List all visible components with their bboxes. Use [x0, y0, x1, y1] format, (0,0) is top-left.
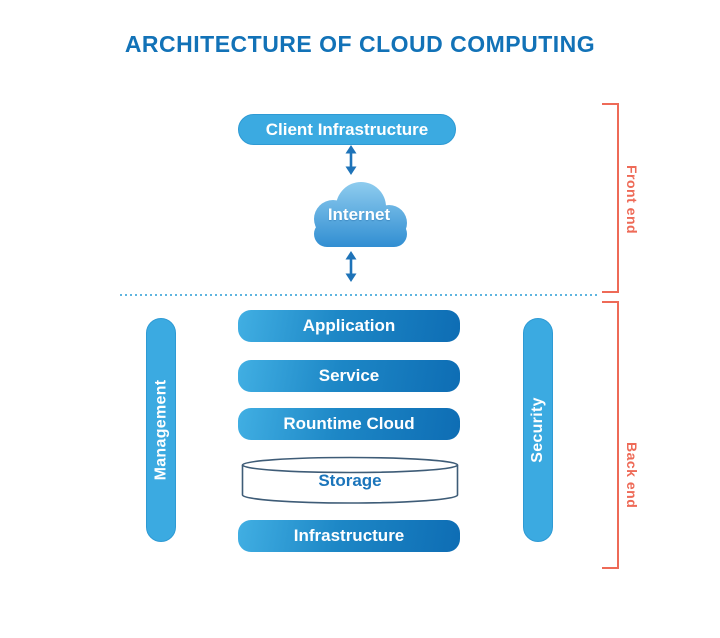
- infrastructure-box: Infrastructure: [238, 520, 460, 552]
- storage-label: Storage: [318, 471, 382, 490]
- service-box: Service: [238, 360, 460, 392]
- service-label: Service: [318, 366, 380, 385]
- infrastructure-label: Infrastructure: [293, 526, 405, 545]
- frontend-backend-divider: [120, 294, 600, 296]
- runtime-cloud-label: Rountime Cloud: [283, 414, 415, 433]
- internet-cloud-icon: [314, 182, 407, 247]
- front-end-bracket: [602, 103, 619, 293]
- back-end-bracket: [602, 301, 619, 569]
- double-arrow-icon: [345, 145, 357, 175]
- double-arrow-icon: [345, 251, 357, 282]
- management-pill: Management: [146, 318, 176, 542]
- client-infrastructure-box: Client Infrastructure: [238, 114, 456, 145]
- management-label: Management: [152, 379, 170, 481]
- security-label: Security: [529, 397, 547, 463]
- page-title: ARCHITECTURE OF CLOUD COMPUTING: [124, 31, 596, 57]
- storage-cylinder: [241, 456, 459, 504]
- application-label: Application: [302, 316, 396, 335]
- front-end-label: Front end: [624, 165, 640, 235]
- client-infrastructure-label: Client Infrastructure: [265, 119, 429, 139]
- back-end-label: Back end: [624, 441, 640, 509]
- runtime-cloud-box: Rountime Cloud: [238, 408, 460, 440]
- security-pill: Security: [523, 318, 553, 542]
- application-box: Application: [238, 310, 460, 342]
- internet-label: Internet: [327, 205, 391, 224]
